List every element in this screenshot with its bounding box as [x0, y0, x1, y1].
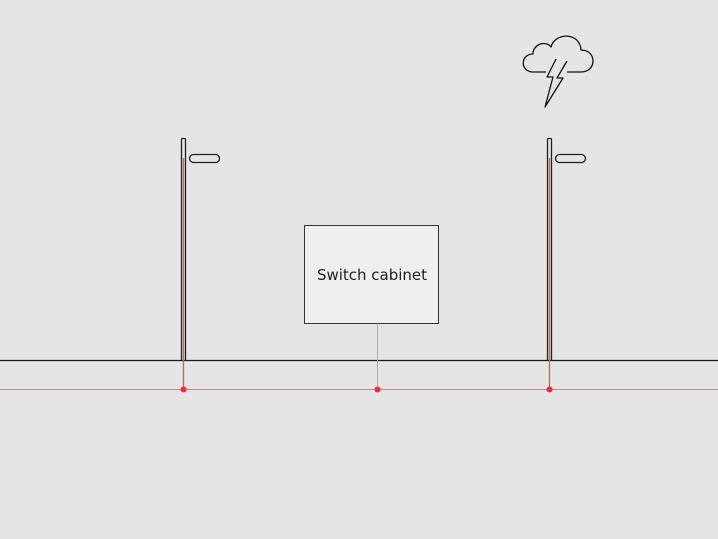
connection-point — [374, 386, 381, 393]
connection-point — [546, 386, 553, 393]
thunderstorm-cloud-icon — [522, 35, 594, 108]
switch-cabinet — [304, 225, 439, 393]
connection-point — [180, 386, 187, 393]
street-lamp-left — [180, 137, 221, 393]
switch-cabinet-label: Switch cabinet — [316, 265, 428, 284]
street-lamp-right — [546, 137, 587, 393]
